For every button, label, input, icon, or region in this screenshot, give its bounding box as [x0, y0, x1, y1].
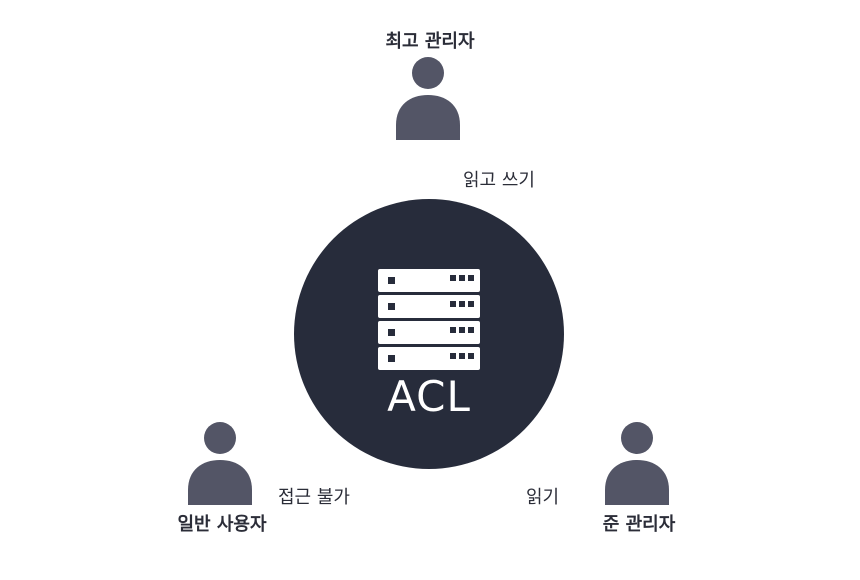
- person-icon-sub-admin: [605, 422, 669, 505]
- role-label-general-user: 일반 사용자: [177, 514, 267, 535]
- permission-label-read-write: 읽고 쓰기: [463, 170, 535, 191]
- acl-label: ACL: [387, 372, 471, 421]
- role-label-super-admin: 최고 관리자: [385, 31, 475, 52]
- person-icon-super-admin: [396, 57, 460, 140]
- permission-label-read: 읽기: [526, 487, 560, 508]
- permission-label-no-access: 접근 불가: [278, 487, 350, 508]
- server-rack-icon: [378, 269, 480, 370]
- role-label-sub-admin: 준 관리자: [602, 514, 676, 535]
- person-icon-general-user: [188, 422, 252, 505]
